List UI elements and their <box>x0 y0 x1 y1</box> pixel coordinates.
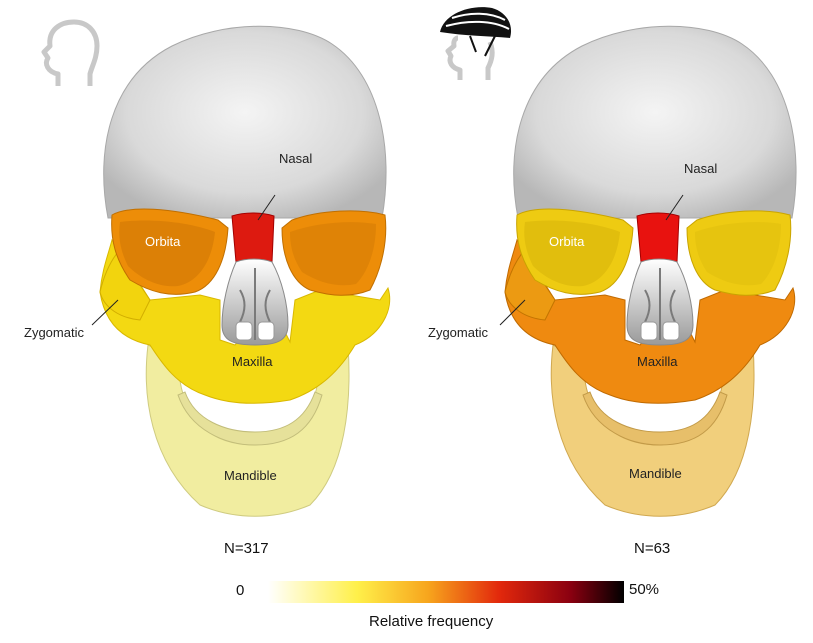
right-teeth <box>582 391 728 446</box>
scale-title: Relative frequency <box>369 613 494 630</box>
left-zygomatic-region <box>99 251 151 321</box>
left-label-maxilla: Maxilla <box>232 354 273 369</box>
left-label-nasal: Nasal <box>279 151 312 166</box>
right-zygomatic-region <box>504 251 556 321</box>
right-skull: Nasal Orbita Zygomatic Maxilla Mandible … <box>428 7 797 557</box>
right-label-maxilla: Maxilla <box>637 354 678 369</box>
right-maxilla <box>504 238 796 404</box>
right-nasal-bone <box>636 212 680 263</box>
left-label-mandible: Mandible <box>224 468 277 483</box>
left-orbita-right-shade <box>290 222 376 286</box>
left-label-zygomatic: Zygomatic <box>24 325 84 340</box>
head-with-helmet-icon <box>440 7 512 80</box>
scale-min-label: 0 <box>236 582 244 599</box>
right-cranium <box>513 25 797 219</box>
right-label-nasal: Nasal <box>684 161 717 176</box>
left-nasal-bone <box>231 212 275 263</box>
left-orbita-left-shade <box>119 220 215 287</box>
left-label-orbita: Orbita <box>145 234 181 249</box>
right-n-label: N=63 <box>634 540 670 557</box>
left-cranium <box>103 25 387 219</box>
left-skull: Nasal Orbita Zygomatic Maxilla Mandible … <box>24 19 391 557</box>
right-label-mandible: Mandible <box>629 466 682 481</box>
right-label-zygomatic: Zygomatic <box>428 325 488 340</box>
left-teeth <box>177 391 323 446</box>
right-orbita-left-shade <box>524 220 620 287</box>
color-scale-legend: 0 50% Relative frequency <box>236 581 659 630</box>
head-profile-icon <box>41 19 100 86</box>
left-n-label: N=317 <box>224 540 269 557</box>
scale-gradient-bar <box>268 581 624 603</box>
right-orbita-right-shade <box>695 222 781 286</box>
scale-max-label: 50% <box>629 581 659 598</box>
right-label-orbita: Orbita <box>549 234 585 249</box>
left-maxilla <box>99 238 391 404</box>
